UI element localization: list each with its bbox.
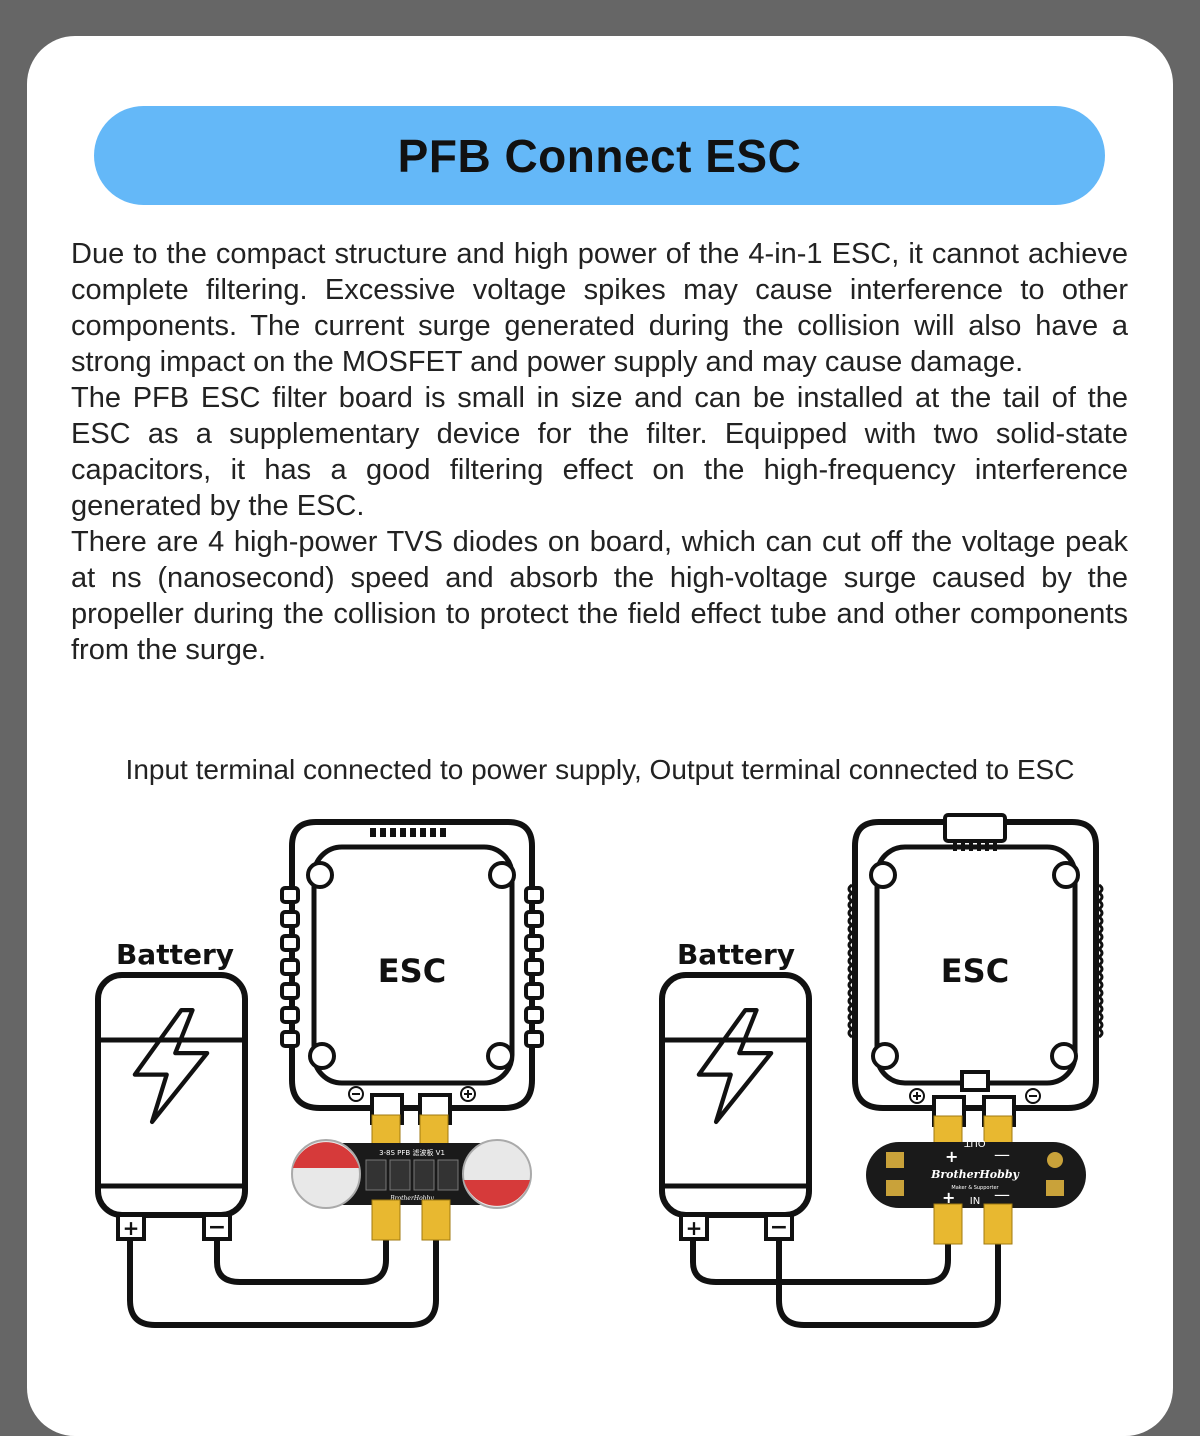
svg-text:+: +: [942, 1188, 955, 1207]
right-esc-label: ESC: [941, 952, 1009, 990]
wiring-caption: Input terminal connected to power supply…: [125, 754, 1075, 785]
right-battery-minus-terminal: [764, 1213, 794, 1241]
right-wiring-diagram: Battery + − ESC: [659, 813, 1104, 1328]
left-esc-connector: [370, 828, 446, 837]
right-battery-label: Battery: [677, 938, 795, 971]
right-board-in: IN: [970, 1196, 980, 1207]
right-pfb-board: OUT + — BrotherHobby Maker & Supporter +…: [866, 1115, 1086, 1245]
left-battery-label: Battery: [116, 938, 234, 971]
left-wiring-diagram: Battery + −: [95, 819, 544, 1328]
left-esc-label: ESC: [378, 952, 446, 990]
left-esc-motor-pads: [280, 886, 544, 1048]
page-title: PFB Connect ESC: [397, 129, 802, 182]
right-negative-wire: [776, 1238, 1001, 1328]
left-board-brand: BrotherHobby: [389, 1195, 434, 1202]
right-esc-connector: [943, 813, 1007, 843]
right-esc: ESC: [847, 813, 1104, 1127]
left-battery-minus-terminal: [202, 1213, 232, 1241]
title-banner: PFB Connect ESC: [94, 106, 1105, 205]
right-board-brand: BrotherHobby: [930, 1168, 1020, 1181]
right-battery: + −: [659, 972, 812, 1241]
right-board-out: OUT: [963, 1137, 985, 1148]
svg-text:+: +: [123, 1216, 140, 1240]
left-negative-wire: [214, 1236, 389, 1285]
left-pfb-board: 3-8S PFB 滤波板 V1 BrotherHobby: [291, 1114, 532, 1241]
left-battery-plus-terminal: [116, 1213, 146, 1241]
svg-text:—: —: [994, 1185, 1010, 1204]
svg-text:+: +: [945, 1147, 958, 1166]
left-positive-wire: [127, 1236, 439, 1328]
right-board-sub: Maker & Supporter: [951, 1185, 999, 1191]
right-positive-wire: [690, 1238, 951, 1285]
right-esc-left-edge: [847, 883, 855, 1039]
paragraph-2: The PFB ESC filter board is small in siz…: [71, 382, 1128, 522]
paragraph-3: There are 4 high-power TVS diodes on boa…: [71, 526, 1128, 666]
left-battery: + −: [95, 972, 248, 1241]
right-battery-plus-terminal: [679, 1213, 709, 1241]
svg-text:+: +: [686, 1216, 703, 1240]
svg-text:−: −: [208, 1215, 226, 1240]
paragraph-1: Due to the compact structure and high po…: [71, 238, 1128, 378]
svg-text:—: —: [994, 1145, 1010, 1164]
left-esc: ESC: [280, 819, 544, 1125]
right-esc-right-edge: [1096, 883, 1104, 1039]
intro-text: Due to the compact structure and high po…: [71, 236, 1128, 668]
svg-text:−: −: [770, 1215, 788, 1240]
left-board-text: 3-8S PFB 滤波板 V1: [379, 1148, 445, 1157]
